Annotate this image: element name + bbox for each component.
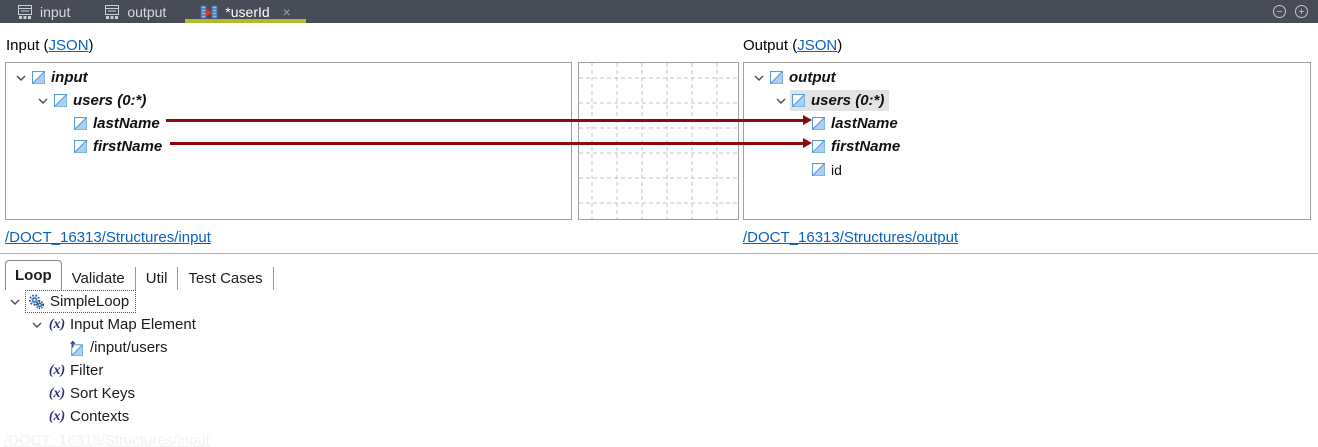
chevron-down-icon[interactable] <box>752 73 766 83</box>
input-json-link[interactable]: JSON <box>49 37 89 54</box>
tree-row-label: lastName <box>93 115 160 132</box>
tree-row-lastname[interactable]: lastName <box>6 112 571 135</box>
chevron-down-icon[interactable] <box>36 96 50 106</box>
tree-row-label: Filter <box>70 362 103 379</box>
field-icon <box>812 140 825 153</box>
input-header-text: Input ( <box>6 37 49 54</box>
chevron-down-icon[interactable] <box>774 96 788 106</box>
mapping-canvas[interactable] <box>578 62 739 220</box>
tree-row-lastname[interactable]: lastName <box>744 112 1310 135</box>
field-icon <box>792 94 805 107</box>
tab-label: *userId <box>225 4 269 20</box>
view-controls: − + <box>1273 5 1318 18</box>
loop-config-tree: SimpleLoop (x) Input Map Element /input/… <box>0 290 1318 428</box>
field-icon <box>812 163 825 176</box>
tree-row-label: firstName <box>831 138 900 155</box>
function-icon: (x) <box>48 409 66 425</box>
input-structure-panel: input users (0:*) lastName firstName <box>5 62 572 220</box>
output-section-header: Output (JSON) <box>743 37 842 54</box>
tree-row-label: Sort Keys <box>70 385 135 402</box>
tree-row-input-users-path[interactable]: /input/users <box>0 336 1318 359</box>
tree-row-label: users (0:*) <box>73 92 146 109</box>
tree-row-users[interactable]: users (0:*) <box>6 89 571 112</box>
loop-gears-icon <box>28 294 44 310</box>
output-structure-panel: output users (0:*) lastName firstName id <box>743 62 1311 220</box>
tree-row-label: output <box>789 69 836 86</box>
output-header-text: Output ( <box>743 37 797 54</box>
editor-tab-bar: input output <box>0 0 1318 23</box>
selected-row-highlight: users (0:*) <box>790 90 889 111</box>
function-icon: (x) <box>48 317 66 333</box>
output-tree: output users (0:*) lastName firstName id <box>744 63 1310 181</box>
tree-row-id[interactable]: id <box>744 158 1310 181</box>
tree-row-filter[interactable]: (x) Filter <box>0 359 1318 382</box>
tree-row-label: /input/users <box>90 339 168 356</box>
field-icon <box>54 94 67 107</box>
tree-row-label: lastName <box>831 115 898 132</box>
tab-input[interactable]: input <box>0 0 87 23</box>
tree-row-input-map-element[interactable]: (x) Input Map Element <box>0 313 1318 336</box>
tree-row-label: Input Map Element <box>70 316 196 333</box>
chevron-down-icon[interactable] <box>14 73 28 83</box>
tab-label: output <box>127 4 166 20</box>
faint-structure-link-text: /DOCT_16313/Structures/input <box>4 432 210 447</box>
field-icon <box>812 117 825 130</box>
tab-output[interactable]: output <box>87 0 183 23</box>
field-icon <box>74 117 87 130</box>
function-icon: (x) <box>48 363 66 379</box>
tree-row-firstname[interactable]: firstName <box>6 135 571 158</box>
collapse-all-icon[interactable]: − <box>1273 5 1286 18</box>
expand-all-icon[interactable]: + <box>1295 5 1308 18</box>
structure-icon <box>17 4 33 20</box>
output-structure-link[interactable]: /DOCT_16313/Structures/output <box>743 229 958 246</box>
mapping-line-firstname[interactable] <box>170 142 803 145</box>
bottom-tab-bar: Loop Validate Util Test Cases <box>5 260 274 290</box>
tree-row-label: SimpleLoop <box>50 293 129 310</box>
tree-row-input[interactable]: input <box>6 66 571 89</box>
focused-row-outline: SimpleLoop <box>26 291 135 312</box>
mapping-grid <box>579 63 738 219</box>
tab-label: input <box>40 4 70 20</box>
tab-loop[interactable]: Loop <box>5 260 62 290</box>
chevron-down-icon[interactable] <box>30 320 44 330</box>
tab-test-cases[interactable]: Test Cases <box>178 267 273 290</box>
tree-row-label: Contexts <box>70 408 129 425</box>
mapping-line-lastname[interactable] <box>166 119 803 122</box>
chevron-down-icon[interactable] <box>8 297 22 307</box>
horizontal-divider <box>0 253 1318 254</box>
tab-validate[interactable]: Validate <box>62 267 136 290</box>
tab-userid[interactable]: *userId × <box>183 0 308 23</box>
field-reference-icon <box>68 340 84 356</box>
input-structure-link[interactable]: /DOCT_16313/Structures/input <box>5 229 211 246</box>
function-icon: (x) <box>48 386 66 402</box>
tree-row-output[interactable]: output <box>744 66 1310 89</box>
tree-row-simpleloop[interactable]: SimpleLoop <box>0 290 1318 313</box>
output-json-link[interactable]: JSON <box>797 37 837 54</box>
tree-row-label: users (0:*) <box>811 92 884 109</box>
tab-util[interactable]: Util <box>136 267 179 290</box>
tree-row-sort-keys[interactable]: (x) Sort Keys <box>0 382 1318 405</box>
tree-row-label: input <box>51 69 88 86</box>
field-icon <box>770 71 783 84</box>
tree-row-firstname[interactable]: firstName <box>744 135 1310 158</box>
structure-icon <box>104 4 120 20</box>
input-section-header: Input (JSON) <box>6 37 94 54</box>
mapping-icon <box>200 4 218 20</box>
tree-row-contexts[interactable]: (x) Contexts <box>0 405 1318 428</box>
tree-row-users-selected[interactable]: users (0:*) <box>744 89 1310 112</box>
close-tab-icon[interactable]: × <box>283 5 291 19</box>
tree-row-label: firstName <box>93 138 162 155</box>
tree-row-label: id <box>831 162 842 178</box>
field-icon <box>74 140 87 153</box>
field-icon <box>32 71 45 84</box>
